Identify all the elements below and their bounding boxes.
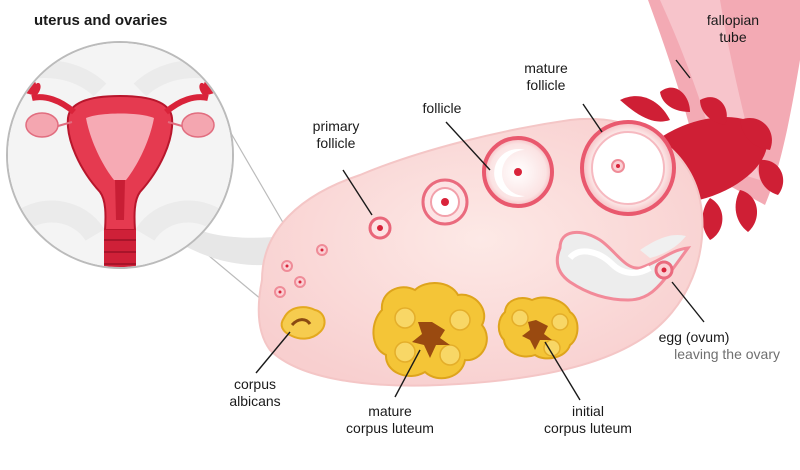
ovarian-ligament bbox=[180, 222, 292, 266]
diagram-title: uterus and ovaries bbox=[34, 12, 168, 29]
follicle bbox=[482, 136, 554, 208]
egg-ovum bbox=[654, 260, 674, 280]
egg-pointer bbox=[671, 281, 705, 323]
mature-corpus-luteum-pointer bbox=[394, 349, 421, 398]
primary-follicle-pointer bbox=[342, 169, 373, 216]
mature-follicle bbox=[580, 120, 676, 216]
label-pointers bbox=[255, 103, 705, 401]
primary-follicle bbox=[368, 216, 392, 240]
corpus-albicans bbox=[280, 306, 326, 340]
initial-corpus-luteum-pointer bbox=[544, 341, 581, 401]
fallopian-tube-pointer bbox=[675, 59, 691, 79]
mature-corpus-luteum bbox=[372, 282, 488, 380]
label-follicle: follicle bbox=[422, 100, 462, 116]
uterus-magnifier bbox=[6, 41, 234, 269]
initial-corpus-luteum bbox=[497, 296, 579, 360]
magnifier-connector-line bbox=[227, 127, 293, 239]
corpus-albicans-pointer bbox=[255, 331, 291, 374]
label-egg: egg (ovum)leaving the ovary bbox=[658, 329, 780, 362]
follicle-pointer bbox=[445, 121, 491, 171]
fimbriae bbox=[605, 87, 784, 240]
ruptured-follicle bbox=[555, 231, 692, 302]
small-primary-follicles bbox=[274, 244, 328, 298]
growing-follicle bbox=[421, 178, 469, 226]
mature-follicle-pointer bbox=[582, 103, 603, 133]
